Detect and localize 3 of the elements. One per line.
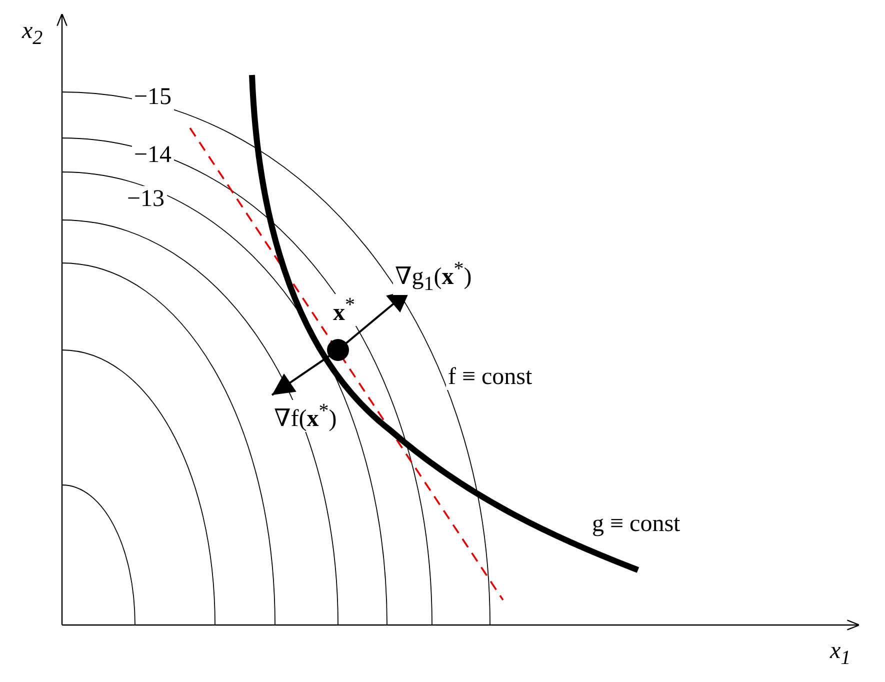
gradient-label: ∇f(x$^{*}$)	[272, 400, 339, 432]
point-label: x$^{*}$	[331, 294, 357, 326]
curve-label: f ≡ const	[446, 364, 534, 390]
